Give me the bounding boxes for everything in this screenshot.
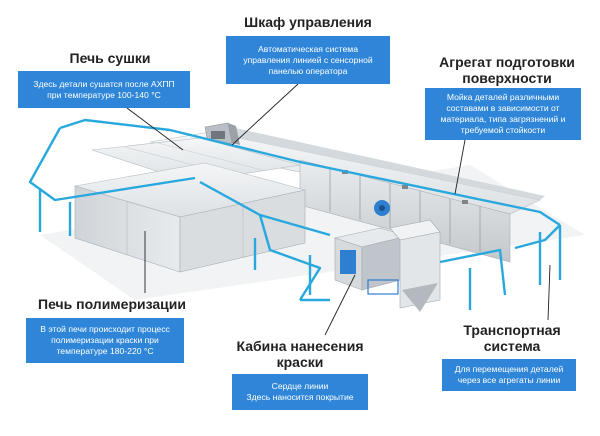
control-cabinet-desc-text: Автоматическая система управления линией… — [243, 43, 373, 76]
label-polymerization-title: Печь полимеризации — [38, 296, 186, 312]
polymerization-desc-text: В этой печи происходит процесс полимериз… — [40, 324, 170, 356]
paint-booth-title-line2: краски — [276, 354, 324, 370]
paint-booth-title-line1: Кабина нанесения — [236, 338, 364, 354]
transport-desc-text: Для перемещения деталей через все агрега… — [454, 364, 564, 385]
paint-booth-desc-text: Сердце линии Здесь наносится покрытие — [246, 381, 354, 402]
label-transport-title: Транспортная система — [452, 322, 572, 354]
polymerization-oven — [74, 162, 306, 273]
surface-prep-title-line1: Агрегат подготовки — [439, 54, 575, 70]
label-paint-booth-desc: Сердце линии Здесь наносится покрытие — [232, 374, 368, 410]
label-surface-prep-desc: Мойка деталей различными составами в зав… — [425, 88, 581, 140]
surface-prep-unit — [149, 128, 545, 263]
surface-prep-desc-text: Мойка деталей различными составами в зав… — [440, 92, 566, 135]
surface-prep-title-line2: поверхности — [462, 70, 552, 86]
transport-title-line1: Транспортная — [463, 322, 561, 338]
drying-oven-desc-text: Здесь детали сушатся после АХПП при темп… — [33, 78, 175, 100]
label-drying-oven-title: Печь сушки — [69, 50, 151, 66]
label-control-cabinet-desc: Автоматическая система управления линией… — [226, 36, 390, 84]
label-polymerization-desc: В этой печи происходит процесс полимериз… — [26, 318, 184, 363]
fan-unit — [374, 200, 390, 216]
label-surface-prep-title: Агрегат подготовки поверхности — [422, 54, 592, 86]
label-drying-oven-desc: Здесь детали сушатся после АХПП при темп… — [18, 71, 190, 108]
label-transport-desc: Для перемещения деталей через все агрега… — [442, 359, 576, 391]
label-paint-booth-title: Кабина нанесения краски — [228, 338, 372, 370]
leader-lines — [126, 83, 551, 336]
conveyor-system — [28, 118, 562, 310]
transport-title-line2: система — [483, 338, 541, 354]
label-control-cabinet-title: Шкаф управления — [244, 14, 372, 30]
paint-booth — [333, 219, 441, 312]
